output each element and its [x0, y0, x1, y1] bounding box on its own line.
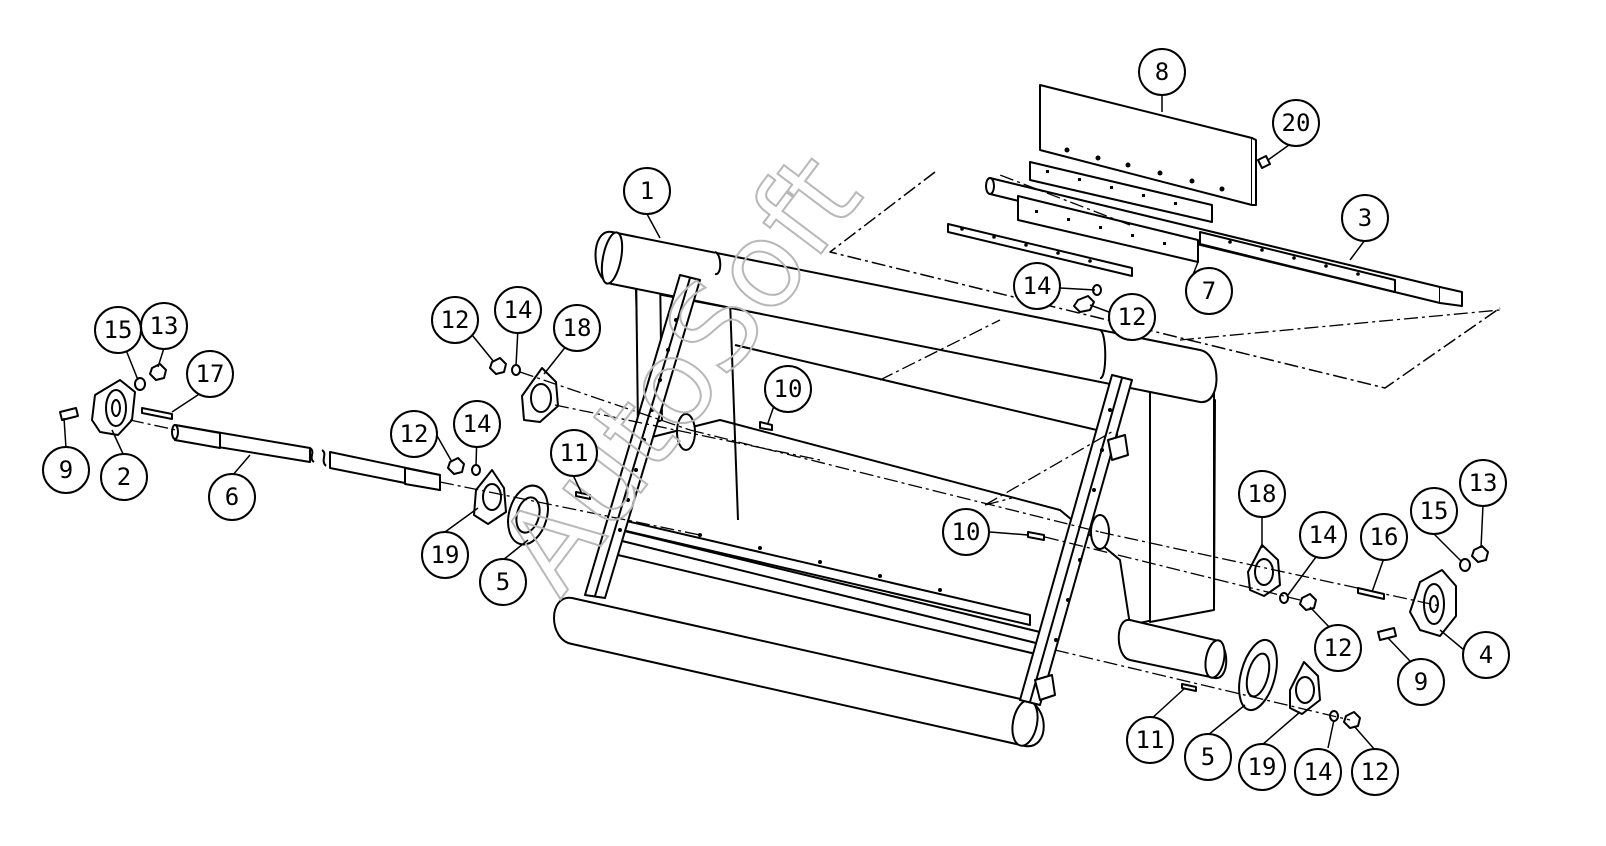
- callout: 17: [186, 350, 234, 398]
- callout-label: 12: [1324, 634, 1353, 662]
- callout: 19: [421, 531, 469, 579]
- callout: 12: [1108, 293, 1156, 341]
- callout-label: 2: [117, 463, 131, 491]
- callout-label: 12: [441, 306, 470, 334]
- assembly-centerlines: [129, 174, 1501, 721]
- callout-label: 1: [640, 177, 654, 205]
- callout: 8: [1138, 48, 1186, 96]
- callout: 20: [1272, 99, 1320, 147]
- callout: 14: [1013, 262, 1061, 310]
- callout: 6: [208, 473, 256, 521]
- callout-label: 3: [1358, 204, 1372, 232]
- callout: 11: [1126, 716, 1174, 764]
- callout-label: 6: [225, 483, 239, 511]
- callout: 14: [1294, 748, 1342, 796]
- left-drive-parts: [59, 357, 773, 546]
- callout-label: 20: [1282, 109, 1311, 137]
- callout-label: 7: [1202, 277, 1216, 305]
- callout: 13: [140, 302, 188, 350]
- callout: 11: [550, 429, 598, 477]
- callout: 14: [494, 286, 542, 334]
- callout-bubbles: 1 2 3 4 5 5 6 7 8 9 9 10 10 11 11 12 12 …: [42, 48, 1510, 796]
- callout: 10: [764, 365, 812, 413]
- callout: 12: [390, 410, 438, 458]
- callout-label: 14: [1023, 272, 1052, 300]
- callout-label: 12: [1361, 758, 1390, 786]
- callout: 18: [1238, 470, 1286, 518]
- callout: 5: [479, 558, 527, 606]
- callout-label: 11: [560, 439, 589, 467]
- callout-label: 13: [1469, 469, 1498, 497]
- callout-label: 14: [504, 296, 533, 324]
- callout-label: 19: [1248, 753, 1277, 781]
- callout: 18: [553, 304, 601, 352]
- callout-label: 15: [1420, 497, 1449, 525]
- callout-label: 19: [431, 541, 460, 569]
- callout: 15: [1410, 487, 1458, 535]
- callout-label: 10: [952, 518, 981, 546]
- callout: 12: [1351, 748, 1399, 796]
- callout: 3: [1341, 194, 1389, 242]
- callout-label: 14: [1304, 758, 1333, 786]
- leader-lines: [63, 95, 1484, 751]
- callout: 12: [431, 296, 479, 344]
- callout: 9: [42, 446, 90, 494]
- callout-label: 8: [1155, 58, 1169, 86]
- callout-label: 18: [1248, 480, 1277, 508]
- callout: 15: [94, 306, 142, 354]
- callout: 1: [623, 167, 671, 215]
- callout-label: 11: [1136, 726, 1165, 754]
- callout-label: 18: [563, 314, 592, 342]
- callout-label: 14: [463, 410, 492, 438]
- callout: 19: [1238, 743, 1286, 791]
- callout-label: 16: [1370, 523, 1399, 551]
- callout: 10: [942, 508, 990, 556]
- callout: 5: [1184, 733, 1232, 781]
- callout-label: 5: [1201, 743, 1215, 771]
- callout: 7: [1185, 267, 1233, 315]
- callout: 2: [100, 453, 148, 501]
- callout-label: 17: [196, 360, 225, 388]
- callout-label: 12: [400, 420, 429, 448]
- top-shaft-assembly: [829, 84, 1501, 389]
- callout: 16: [1360, 513, 1408, 561]
- callout: 9: [1397, 658, 1445, 706]
- callout: 12: [1314, 624, 1362, 672]
- callout-label: 5: [496, 568, 510, 596]
- callout-label: 14: [1309, 521, 1338, 549]
- callout: 14: [1299, 511, 1347, 559]
- callout-label: 13: [150, 312, 179, 340]
- callout-label: 15: [104, 316, 133, 344]
- callout-label: 9: [59, 456, 73, 484]
- callout: 14: [453, 400, 501, 448]
- callout-label: 12: [1118, 303, 1147, 331]
- callout: 13: [1459, 459, 1507, 507]
- callout: 4: [1462, 631, 1510, 679]
- callout-label: 10: [774, 375, 803, 403]
- callout-label: 9: [1414, 668, 1428, 696]
- callout-label: 4: [1479, 641, 1493, 669]
